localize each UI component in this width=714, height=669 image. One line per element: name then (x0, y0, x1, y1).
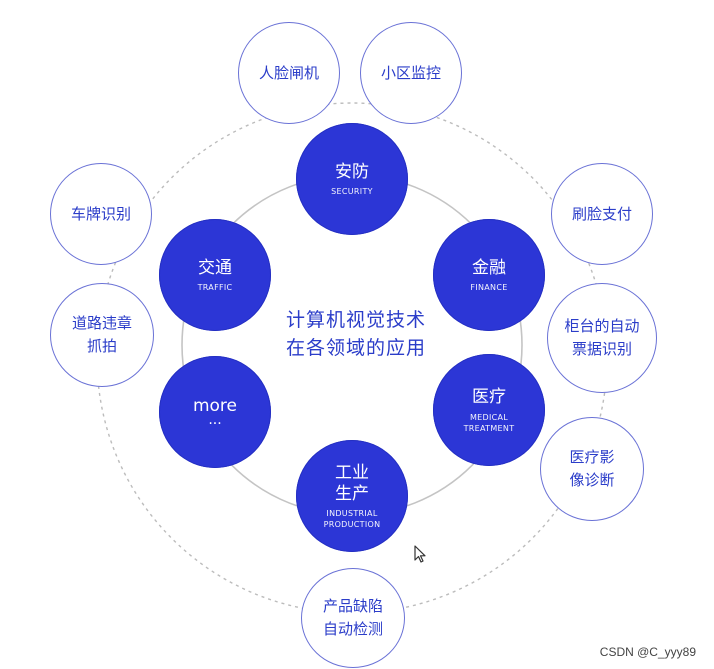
domain-node-more: more ··· (159, 356, 271, 468)
center-title-line1: 计算机视觉技术 (285, 309, 426, 331)
application-label: 车牌识别 (70, 204, 131, 223)
application-label-line2: 自动检测 (322, 620, 383, 638)
domain-english-label-line2: TREATMENT (463, 424, 515, 433)
mouse-pointer-icon (414, 545, 426, 563)
domain-english-label-line2: PRODUCTION (323, 519, 381, 529)
application-node-defect-detection: 产品缺陷 自动检测 (301, 568, 405, 668)
application-label: 刷脸支付 (571, 204, 632, 223)
center-title-line2: 在各领域的应用 (285, 337, 426, 359)
application-node-license-plate: 车牌识别 (50, 163, 152, 265)
domain-node-industrial: 工业 生产 INDUSTRIAL PRODUCTION (296, 440, 408, 552)
application-label-line2: 抓拍 (86, 337, 117, 355)
domain-label-line2: 生产 (335, 483, 369, 504)
domain-label-line1: 工业 (335, 462, 369, 483)
application-label-line2: 像诊断 (569, 471, 615, 489)
application-node-traffic-violation: 道路违章 抓拍 (50, 283, 154, 387)
domain-label: more (192, 396, 238, 416)
application-node-face-payment: 刷脸支付 (551, 163, 653, 265)
center-title: 计算机视觉技术 在各领域的应用 (262, 306, 450, 362)
domain-english-label-line1: MEDICAL (469, 413, 509, 422)
application-label-line1: 柜台的自动 (564, 317, 640, 335)
domain-label: 医疗 (472, 387, 506, 407)
domain-label: 安防 (335, 162, 369, 182)
application-node-medical-imaging: 医疗影 像诊断 (540, 417, 644, 521)
application-node-counter-receipt-recognition: 柜台的自动 票据识别 (547, 283, 657, 393)
domain-node-medical: 医疗 MEDICAL TREATMENT (433, 354, 545, 466)
domain-label: 交通 (198, 258, 232, 278)
application-label: 小区监控 (380, 63, 441, 82)
domain-node-security: 安防 SECURITY (296, 123, 408, 235)
application-label-line2: 票据识别 (571, 340, 632, 358)
application-node-face-gate: 人脸闸机 (238, 22, 340, 124)
domain-label: 金融 (472, 258, 506, 278)
domain-node-traffic: 交通 TRAFFIC (159, 219, 271, 331)
domain-english-label-line1: INDUSTRIAL (326, 508, 378, 518)
more-dots: ··· (208, 416, 222, 432)
domain-english-label: SECURITY (331, 187, 373, 196)
application-label-line1: 医疗影 (569, 448, 615, 466)
domain-english-label: FINANCE (470, 283, 508, 292)
application-label-line1: 产品缺陷 (322, 597, 383, 615)
application-node-community-monitoring: 小区监控 (360, 22, 462, 124)
watermark-text: CSDN @C_yyy89 (599, 645, 696, 659)
domain-node-finance: 金融 FINANCE (433, 219, 545, 331)
domain-english-label: TRAFFIC (197, 283, 233, 292)
application-label: 人脸闸机 (258, 63, 319, 82)
application-label-line1: 道路违章 (71, 314, 132, 332)
